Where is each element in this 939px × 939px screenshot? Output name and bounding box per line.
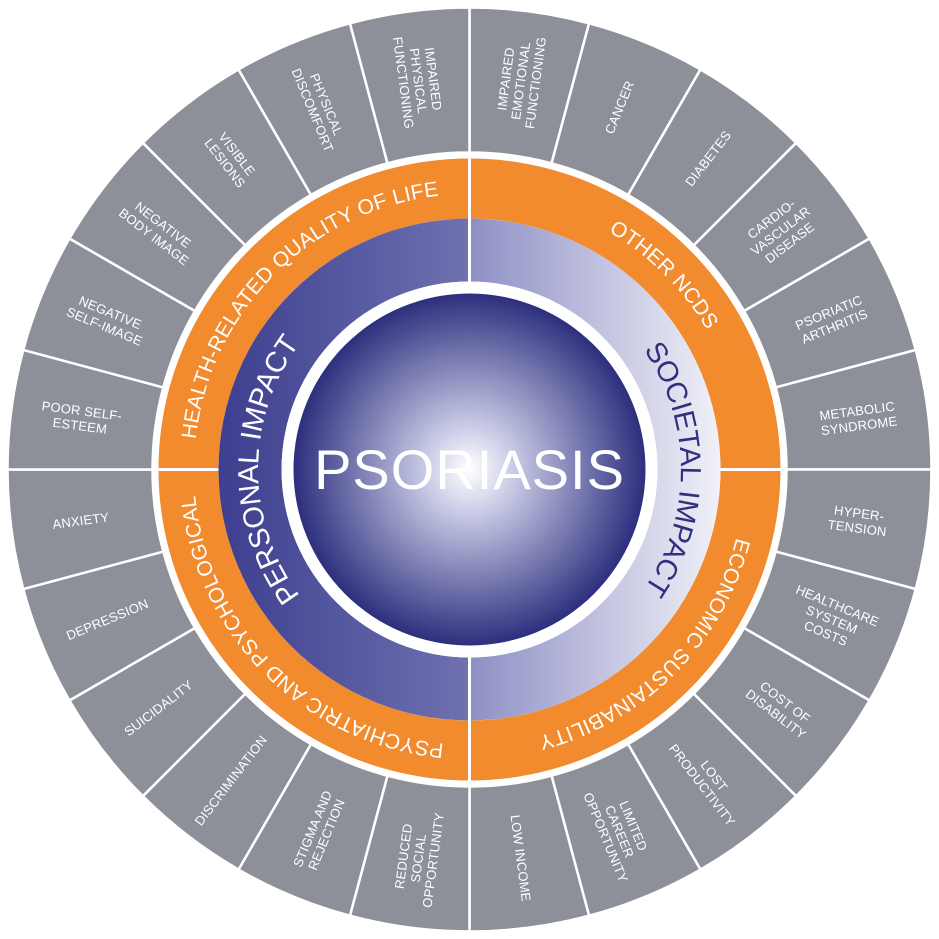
segment-label-line: SOCIAL — [408, 833, 429, 883]
impact-ring — [218, 218, 721, 721]
segment-label-line: ESTEEM — [52, 415, 108, 437]
domain-ring — [154, 154, 785, 785]
center-title: PSORIASIS — [314, 438, 625, 501]
outer-segment-ring — [6, 6, 933, 933]
segment-label: HYPER-TENSION — [827, 502, 890, 539]
segment-label-line: ANXIETY — [52, 509, 111, 531]
outer-segment — [348, 6, 471, 165]
center-disc — [293, 293, 646, 646]
segment-label: ANXIETY — [52, 509, 111, 531]
segment-label: POOR SELF-ESTEEM — [39, 398, 123, 438]
segment-label-line: HYPER- — [833, 503, 885, 524]
societal-impact-band — [469, 218, 721, 721]
personal-impact-band — [218, 218, 470, 721]
